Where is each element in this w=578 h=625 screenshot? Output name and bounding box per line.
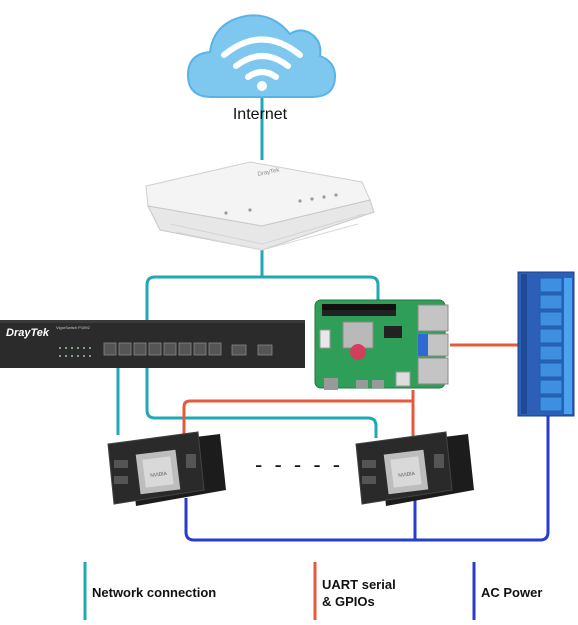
network-lines	[116, 96, 380, 438]
uart-lines	[182, 343, 520, 437]
switch-to-jetson-right-line	[145, 368, 378, 438]
router-to-switch-line	[145, 250, 264, 322]
ac-power-lines	[184, 415, 550, 542]
legend-uart-line1: UART serial	[322, 577, 396, 592]
wifi-icon	[221, 36, 303, 80]
router-brand: DrayTek	[257, 167, 281, 178]
switch-model: VigorSwitch P1092	[56, 325, 91, 330]
relay-module	[517, 271, 575, 417]
relay-blocks	[539, 277, 563, 412]
legend-uart-line2: & GPIOs	[322, 594, 375, 609]
jetson-module-left: NVIDIA	[107, 431, 226, 506]
router-device: DrayTek	[145, 161, 375, 251]
relay-power-line	[184, 415, 550, 542]
router-to-pi-line	[262, 275, 380, 300]
legend-ac-label: AC Power	[481, 585, 543, 600]
internet-label: Internet	[232, 106, 288, 123]
switch-ports	[59, 342, 273, 357]
legend-network-label: Network connection	[92, 585, 217, 600]
cloud-icon	[186, 14, 337, 98]
more-modules-ellipsis: - - - - -	[255, 452, 344, 477]
network-switch: DrayTek VigorSwitch P1092	[0, 320, 305, 368]
legend-uart-label: UART serial & GPIOs	[322, 576, 396, 610]
pi-to-jetson-left-uart-line	[182, 390, 415, 437]
switch-brand: DrayTek	[6, 327, 50, 339]
chip-label-right: NVIDIA	[398, 471, 416, 479]
chip-label-left: NVIDIA	[150, 471, 168, 479]
jetson-module-right: NVIDIA	[355, 431, 474, 506]
raspberry-pi-board	[314, 299, 449, 390]
